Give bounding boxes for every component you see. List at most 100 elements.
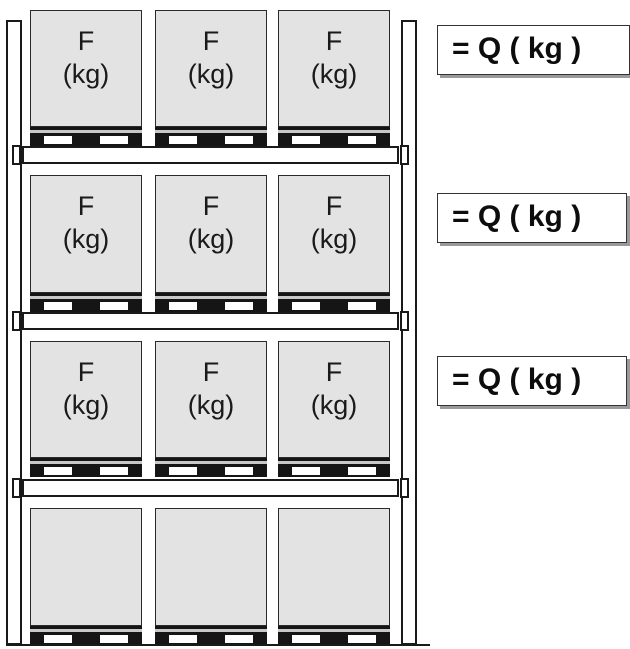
- beam-end-right: [400, 311, 409, 331]
- beam-end-left: [12, 478, 21, 498]
- pallet-base: [278, 626, 390, 645]
- pallet-fork-opening: [348, 467, 376, 475]
- rack-upright-right: [401, 20, 417, 645]
- load-box: F(kg): [155, 341, 267, 458]
- load-force-label: F: [202, 357, 220, 387]
- beam-end-left: [12, 145, 21, 165]
- pallet-base: [30, 626, 142, 645]
- pallet-fork-opening: [169, 136, 197, 144]
- load-force-label: F: [202, 26, 220, 56]
- pallet-deck-board: [278, 296, 390, 299]
- load-unit-label: (kg): [187, 390, 235, 420]
- pallet-fork-opening: [169, 467, 197, 475]
- pallet-fork-opening: [225, 635, 253, 643]
- load-box: F(kg): [278, 175, 390, 293]
- pallet-deck-board: [155, 629, 267, 632]
- load-box: F(kg): [278, 341, 390, 458]
- pallet-fork-opening: [225, 136, 253, 144]
- pallet-base: [278, 127, 390, 146]
- load-force-label: [31, 509, 141, 523]
- beam-end-left: [12, 311, 21, 331]
- load-unit-label: (kg): [187, 224, 235, 254]
- pallet-fork-opening: [292, 302, 320, 310]
- pallet-fork-opening: [225, 467, 253, 475]
- load-box: F(kg): [30, 10, 142, 127]
- rack-upright-left: [6, 20, 22, 645]
- load-force-label: F: [77, 26, 95, 56]
- beam-capacity-label-3: = Q ( kg ): [437, 356, 627, 406]
- load-unit-label: (kg): [62, 59, 110, 89]
- load-box: [155, 508, 267, 626]
- beam-bar: [22, 479, 399, 497]
- load-box: [278, 508, 390, 626]
- beam-end-right: [400, 478, 409, 498]
- load-force-label: F: [202, 191, 220, 221]
- pallet-fork-opening: [292, 467, 320, 475]
- pallet-deck-board: [155, 130, 267, 133]
- load-unit-label: (kg): [310, 224, 358, 254]
- pallet-fork-opening: [292, 635, 320, 643]
- pallet-fork-opening: [169, 635, 197, 643]
- load-unit-label: (kg): [62, 224, 110, 254]
- pallet-fork-opening: [225, 302, 253, 310]
- pallet-base: [155, 293, 267, 312]
- pallet-fork-opening: [292, 136, 320, 144]
- load-force-label: F: [325, 357, 343, 387]
- load-box: F(kg): [30, 341, 142, 458]
- beam-capacity-label-2: = Q ( kg ): [437, 193, 627, 243]
- load-beam-2: [12, 311, 409, 331]
- pallet-fork-opening: [100, 136, 128, 144]
- pallet-deck-board: [30, 629, 142, 632]
- load-unit-label: (kg): [187, 59, 235, 89]
- load-box: [30, 508, 142, 626]
- floor-line: [6, 644, 430, 646]
- pallet-deck-board: [278, 130, 390, 133]
- load-beam-1: [12, 145, 409, 165]
- pallet-fork-opening: [348, 635, 376, 643]
- pallet-fork-opening: [44, 467, 72, 475]
- load-force-label: F: [325, 26, 343, 56]
- pallet-deck-board: [30, 296, 142, 299]
- load-box: F(kg): [30, 175, 142, 293]
- pallet-base: [278, 458, 390, 477]
- pallet-deck-board: [278, 629, 390, 632]
- pallet-base: [155, 458, 267, 477]
- pallet-fork-opening: [44, 136, 72, 144]
- beam-bar: [22, 312, 399, 330]
- load-box: F(kg): [278, 10, 390, 127]
- pallet-base: [30, 293, 142, 312]
- pallet-fork-opening: [100, 635, 128, 643]
- pallet-fork-opening: [169, 302, 197, 310]
- load-force-label: [156, 509, 266, 523]
- load-force-label: F: [325, 191, 343, 221]
- beam-end-right: [400, 145, 409, 165]
- pallet-deck-board: [155, 461, 267, 464]
- pallet-deck-board: [278, 461, 390, 464]
- pallet-deck-board: [30, 130, 142, 133]
- load-unit-label: (kg): [62, 390, 110, 420]
- load-force-label: F: [77, 191, 95, 221]
- pallet-fork-opening: [44, 635, 72, 643]
- pallet-deck-board: [155, 296, 267, 299]
- load-box: F(kg): [155, 10, 267, 127]
- beam-capacity-label-1: = Q ( kg ): [437, 25, 630, 75]
- load-unit-label: (kg): [310, 59, 358, 89]
- pallet-base: [30, 458, 142, 477]
- pallet-base: [30, 127, 142, 146]
- pallet-base: [278, 293, 390, 312]
- pallet-fork-opening: [100, 302, 128, 310]
- pallet-fork-opening: [348, 302, 376, 310]
- load-unit-label: (kg): [310, 390, 358, 420]
- pallet-fork-opening: [348, 136, 376, 144]
- pallet-base: [155, 626, 267, 645]
- load-box: F(kg): [155, 175, 267, 293]
- pallet-deck-board: [30, 461, 142, 464]
- load-beam-3: [12, 478, 409, 498]
- load-force-label: F: [77, 357, 95, 387]
- pallet-base: [155, 127, 267, 146]
- load-force-label: [279, 509, 389, 523]
- pallet-fork-opening: [100, 467, 128, 475]
- pallet-fork-opening: [44, 302, 72, 310]
- beam-bar: [22, 146, 399, 164]
